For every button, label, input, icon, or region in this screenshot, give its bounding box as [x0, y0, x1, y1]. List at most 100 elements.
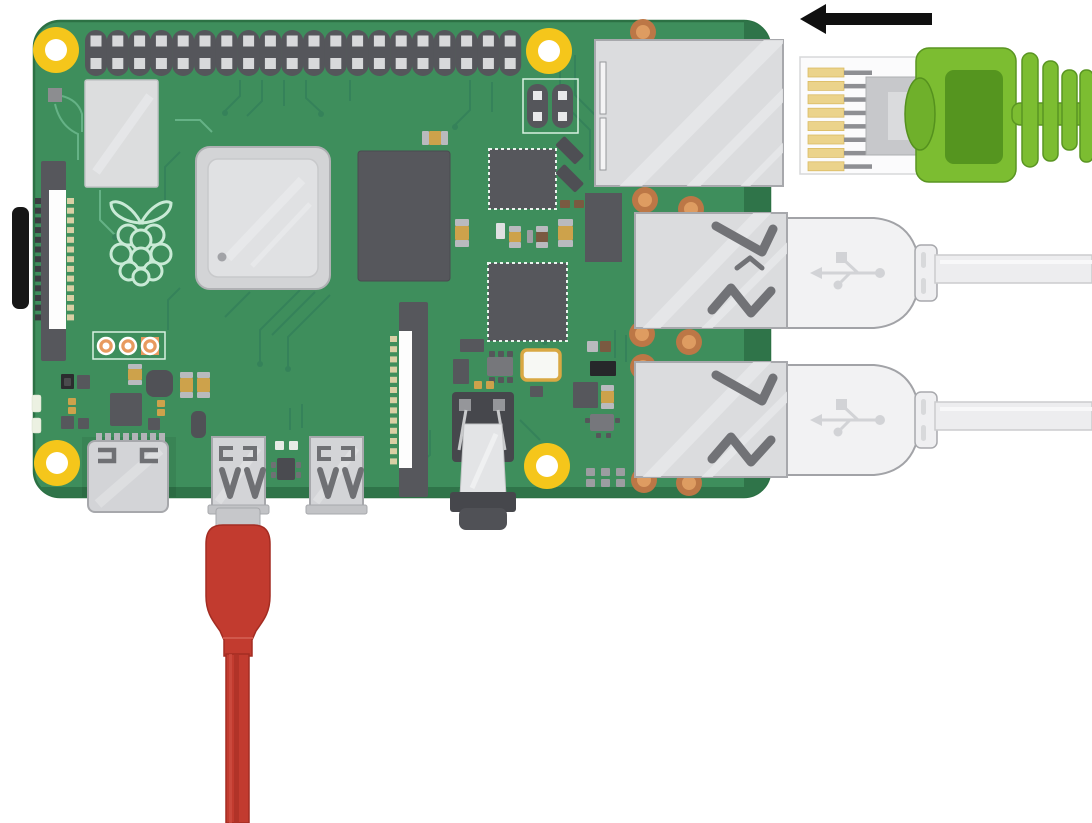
camera-connector	[390, 302, 428, 497]
passive-component	[128, 369, 142, 380]
poe-pin-column	[552, 84, 573, 128]
passive-component	[460, 339, 484, 352]
cable-wire	[934, 254, 1092, 284]
gpio-pin	[482, 35, 494, 47]
rj45-contact-pin	[844, 150, 872, 156]
passive-component	[586, 479, 595, 487]
pcb-trace	[167, 287, 181, 330]
passive-component	[455, 226, 469, 240]
via-center	[682, 335, 696, 349]
passive-component	[558, 226, 573, 240]
passive-component	[271, 462, 276, 468]
passive-component	[489, 351, 495, 357]
poe-pin	[533, 112, 542, 121]
rj45-contact-pin	[844, 97, 872, 102]
diagonal-passives	[555, 136, 584, 193]
pcb-trace	[519, 419, 541, 441]
gpio-pin	[352, 35, 364, 47]
passive-component	[197, 378, 210, 392]
pcb-trace	[246, 80, 263, 117]
passive-components	[61, 131, 625, 487]
via-center	[635, 327, 649, 341]
pcb-trace	[54, 103, 79, 160]
pcb-trace	[175, 119, 213, 133]
antenna-pad	[48, 88, 62, 102]
passive-component	[277, 458, 295, 480]
usb-port-1	[634, 212, 788, 329]
trace-via	[452, 124, 458, 130]
passive-component	[507, 377, 513, 383]
pcb-trace	[559, 60, 591, 170]
connector-pad	[67, 275, 74, 282]
gpio-pin	[373, 35, 385, 47]
usb-cable-2	[786, 364, 1092, 476]
poe-pin	[558, 112, 567, 121]
passive-component	[474, 381, 482, 389]
rj45-contact	[807, 94, 845, 105]
gpio-pin	[134, 58, 146, 69]
rj45-contact-pin	[844, 70, 872, 75]
passive-component	[536, 242, 548, 248]
passive-component	[601, 403, 614, 409]
mounting-hole-center	[536, 455, 558, 477]
gpio-pin	[395, 58, 407, 69]
network-phy-chip	[488, 148, 557, 210]
gpio-pin	[286, 35, 298, 47]
passive-component	[110, 393, 142, 426]
passive-component	[585, 418, 590, 423]
connector-pin	[35, 207, 41, 214]
strain-relief	[914, 391, 938, 449]
rj45-contact-pin	[844, 110, 872, 116]
rj45-gold-contacts	[807, 67, 872, 172]
poe-pin	[558, 91, 567, 100]
passive-component	[558, 240, 573, 247]
passive-component	[536, 232, 548, 242]
gpio-pin	[177, 58, 189, 69]
connector-pad	[67, 246, 74, 253]
usbc-solder-pin	[114, 433, 120, 443]
passive-component	[77, 375, 90, 389]
passive-component	[455, 240, 469, 247]
poe-pin-column	[527, 84, 548, 128]
run-header	[92, 331, 166, 360]
passive-component	[61, 416, 74, 429]
passive-component	[573, 382, 598, 408]
connector-pad	[390, 427, 397, 434]
poe-header	[522, 78, 579, 134]
pcb-trace	[164, 151, 181, 202]
rj45-contact	[807, 67, 845, 78]
ethernet-port	[594, 39, 784, 187]
gpio-pin	[243, 58, 255, 69]
rj45-contact	[807, 107, 845, 118]
gpio-pin	[199, 35, 211, 47]
via-center	[638, 193, 652, 207]
passive-component	[560, 200, 570, 208]
passive-component	[64, 378, 71, 386]
passive-component	[558, 219, 573, 226]
connector-pad	[67, 207, 74, 214]
passive-component	[498, 351, 504, 357]
gpio-pin	[308, 58, 320, 69]
mounting-hole-center	[46, 452, 68, 474]
trace-via	[318, 111, 324, 117]
connector-pad	[67, 198, 74, 204]
passive-component	[486, 381, 494, 389]
passive-component	[509, 242, 521, 248]
rj45-contact-pin	[844, 124, 872, 129]
usbc-solder-pin	[96, 433, 102, 443]
passive-component	[596, 433, 601, 438]
cable-wire	[934, 401, 1092, 431]
gpio-pin	[134, 35, 146, 47]
passive-component	[197, 392, 210, 398]
gpio-pin	[504, 58, 516, 69]
usbc-solder-pin	[159, 433, 165, 443]
passive-component	[487, 357, 513, 376]
passive-component	[128, 380, 142, 385]
gpio-pin	[155, 35, 167, 47]
usbc-solder-pin	[105, 433, 111, 443]
power-cable	[205, 507, 271, 823]
pcb-trace	[287, 294, 331, 367]
mounting-holes	[33, 27, 572, 489]
connector-tab	[12, 207, 29, 309]
